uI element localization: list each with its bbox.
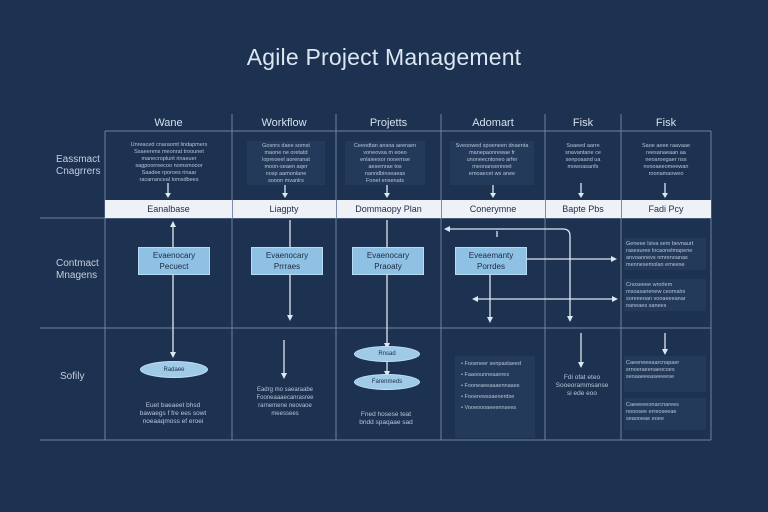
band-cell-2: Liagpty xyxy=(269,204,299,214)
band-divider xyxy=(232,200,233,218)
bullet-item: • Vooeoooaeeennsees xyxy=(461,405,517,411)
oval-projetts-2: Farenmeds xyxy=(354,374,420,390)
process-box-wane: Evaenocary Pecuect xyxy=(138,247,210,275)
band-divider xyxy=(441,200,442,218)
band-divider xyxy=(621,200,622,218)
panel-projetts-top xyxy=(345,141,425,185)
oval-projetts-1: Rnsad xyxy=(354,346,420,362)
band-divider xyxy=(336,200,337,218)
column-header-wane: Wane xyxy=(154,117,183,129)
oval-wane: Radaee xyxy=(140,361,208,378)
row-label-2: Contmact Mnagens xyxy=(56,258,99,281)
process-box-adomart: Eveaemanty Porrdes xyxy=(455,247,527,275)
deliverables-band xyxy=(105,200,711,218)
panel-fisk2-mid-2 xyxy=(624,279,706,311)
band-cell-1: Eanalbase xyxy=(147,204,190,214)
column-header-adomart: Adomart xyxy=(472,117,514,129)
row-label-1: Eassmact Cnagrrers xyxy=(56,154,101,177)
panel-fisk2-mid-1 xyxy=(624,238,706,270)
band-cell-5: Bapte Pbs xyxy=(562,204,604,214)
bullet-item: • Fooneaeeaaaennaaes xyxy=(461,383,520,389)
panel-fisk2-bottom-1 xyxy=(624,356,706,392)
process-box-projetts: Evaenocary Praoaty xyxy=(352,247,424,275)
column-header-projetts: Projetts xyxy=(369,117,408,129)
band-cell-4: Conerymne xyxy=(469,204,517,214)
bullet-item: • Faaoounneaanres xyxy=(461,372,510,378)
band-cell-6: Fadi Pcy xyxy=(648,204,684,214)
band-cell-3: Dommaopy Plan xyxy=(355,204,422,214)
bullets-adomart: • Fooeneer senpastaeed • Faaoounneaanres… xyxy=(455,356,535,438)
panel-workflow-top xyxy=(247,141,325,185)
band-divider xyxy=(545,200,546,218)
panel-fisk2-bottom-2 xyxy=(624,398,706,430)
panel-adomart-top xyxy=(450,141,534,185)
diagram-title: Agile Project Management xyxy=(246,44,522,70)
column-header-fisk: Fisk xyxy=(572,117,594,129)
column-header-workflow: Workflow xyxy=(261,117,307,129)
bullet-item: • Fooerewssaenerdse xyxy=(461,394,515,400)
process-box-workflow: Evaenocary Prrraes xyxy=(251,247,323,275)
row-label-3: Sofily xyxy=(60,371,85,382)
column-header-fisk-2: Fisk xyxy=(655,117,677,129)
bullet-item: • Fooeneer senpastaeed xyxy=(461,361,522,367)
